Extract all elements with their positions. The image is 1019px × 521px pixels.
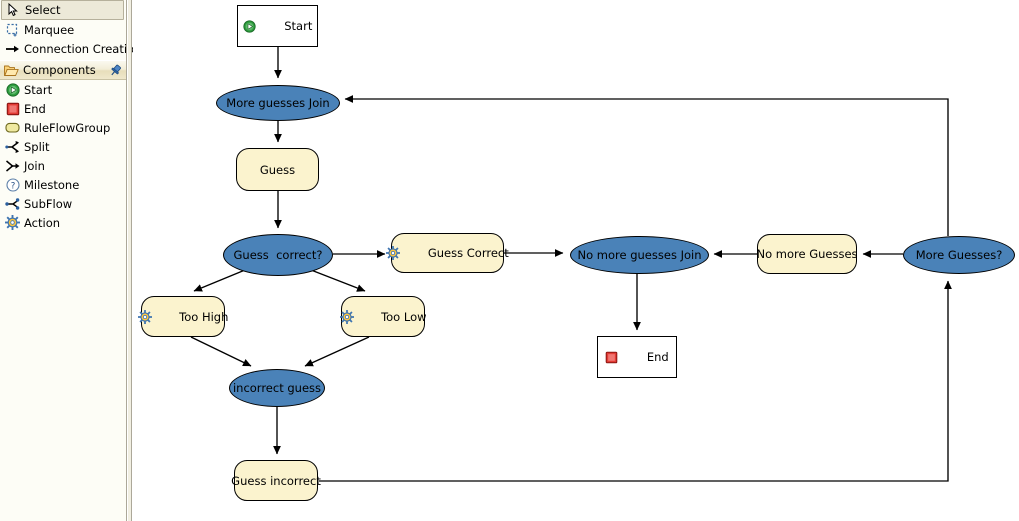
node-guess-incorrect[interactable]: Guess incorrect (231, 460, 321, 501)
palette-component-label: SubFlow (24, 196, 73, 211)
join-icon (4, 157, 21, 174)
open-folder-icon (4, 64, 19, 77)
red-stop-icon (4, 100, 21, 117)
edge-guess-incorrect-to-more-guesses (319, 280, 952, 482)
node-start[interactable]: Start (237, 5, 318, 47)
palette-component-end[interactable]: End (0, 99, 126, 118)
palette-component-label: End (24, 101, 46, 116)
ruleflow-canvas[interactable]: Start More guesses Join Guess Guess corr… (133, 0, 1019, 521)
edge-too-high-to-incorrect-guess (190, 336, 252, 367)
edge-guess-correct-to-too-high (193, 269, 246, 292)
palette-component-start[interactable]: Start (0, 80, 126, 99)
palette-component-subflow[interactable]: SubFlow (0, 194, 126, 213)
gear-icon (4, 214, 21, 231)
node-label: incorrect guess (232, 381, 322, 395)
arrow-right-icon (4, 40, 21, 57)
yellow-rounded-rect-icon (4, 119, 21, 136)
palette-tool-label: Marquee (24, 22, 75, 37)
node-no-more-guesses-join[interactable]: No more guesses Join (570, 236, 709, 274)
node-guess-correct-action[interactable]: Guess Correct (386, 233, 509, 273)
edge-layer (190, 47, 952, 482)
cursor-arrow-icon (5, 2, 22, 19)
gear-icon (137, 282, 175, 352)
node-label: Too High (179, 309, 229, 324)
marquee-icon (4, 21, 21, 38)
node-guess[interactable]: Guess (236, 148, 319, 191)
edge-too-low-to-incorrect-guess (304, 336, 370, 367)
node-too-low[interactable]: Too Low (339, 296, 427, 337)
palette-component-label: Action (24, 215, 61, 230)
palette-group-label: Components (23, 63, 96, 77)
node-label: Start (284, 19, 313, 33)
palette-panel: Select Marquee Connection Creation (0, 0, 141, 521)
palette-component-milestone[interactable]: ? Milestone (0, 175, 126, 194)
subflow-icon (4, 195, 21, 212)
palette-component-label: RuleFlowGroup (24, 120, 111, 135)
gear-icon (339, 282, 377, 352)
palette-group-components[interactable]: Components (0, 60, 126, 80)
palette-tool-label: Connection Creation (24, 41, 142, 56)
palette-component-ruleflowgroup[interactable]: RuleFlowGroup (0, 118, 126, 137)
panel-sash[interactable] (127, 0, 132, 521)
node-label: Too Low (381, 309, 427, 324)
node-label: Guess Correct (427, 246, 509, 260)
green-play-icon (243, 0, 280, 61)
gear-icon (386, 218, 423, 288)
edge-guess-correct-to-too-low (310, 269, 366, 292)
node-incorrect-guess[interactable]: incorrect guess (229, 369, 325, 407)
palette-tool-connection-creation[interactable]: Connection Creation (0, 39, 141, 58)
node-label: Guess correct? (233, 248, 323, 262)
palette-component-label: Start (24, 82, 53, 97)
node-more-guesses-decision[interactable]: More Guesses? (903, 236, 1015, 274)
node-too-high[interactable]: Too High (137, 296, 229, 337)
palette-component-action[interactable]: Action (0, 213, 126, 232)
palette-component-label: Join (24, 158, 45, 173)
palette-component-label: Split (24, 139, 50, 154)
node-label: More Guesses? (915, 248, 1003, 262)
node-label: No more guesses Join (577, 248, 702, 262)
palette-tool-marquee[interactable]: Marquee (0, 20, 126, 39)
pin-icon[interactable] (109, 64, 122, 77)
node-label: End (646, 350, 669, 364)
palette-tool-label: Select (25, 3, 61, 17)
palette-tool-select[interactable]: Select (1, 0, 124, 20)
node-end[interactable]: End (597, 336, 677, 378)
node-label: More guesses Join (226, 96, 330, 110)
node-more-guesses-join[interactable]: More guesses Join (216, 85, 340, 121)
split-icon (4, 138, 21, 155)
edge-more-guesses-to-more-guesses-join (344, 95, 949, 236)
palette-component-join[interactable]: Join (0, 156, 126, 175)
node-label: Guess (259, 162, 296, 177)
node-label: No more Guesses (756, 247, 858, 261)
svg-text:?: ? (10, 181, 15, 191)
palette-component-split[interactable]: Split (0, 137, 126, 156)
node-no-more-guesses[interactable]: No more Guesses (756, 234, 858, 274)
green-play-icon (4, 81, 21, 98)
red-stop-icon (605, 323, 642, 392)
palette-component-label: Milestone (24, 177, 80, 192)
node-guess-correct-decision[interactable]: Guess correct? (223, 234, 333, 276)
node-label: Guess incorrect (231, 473, 321, 488)
question-circle-icon: ? (4, 176, 21, 193)
